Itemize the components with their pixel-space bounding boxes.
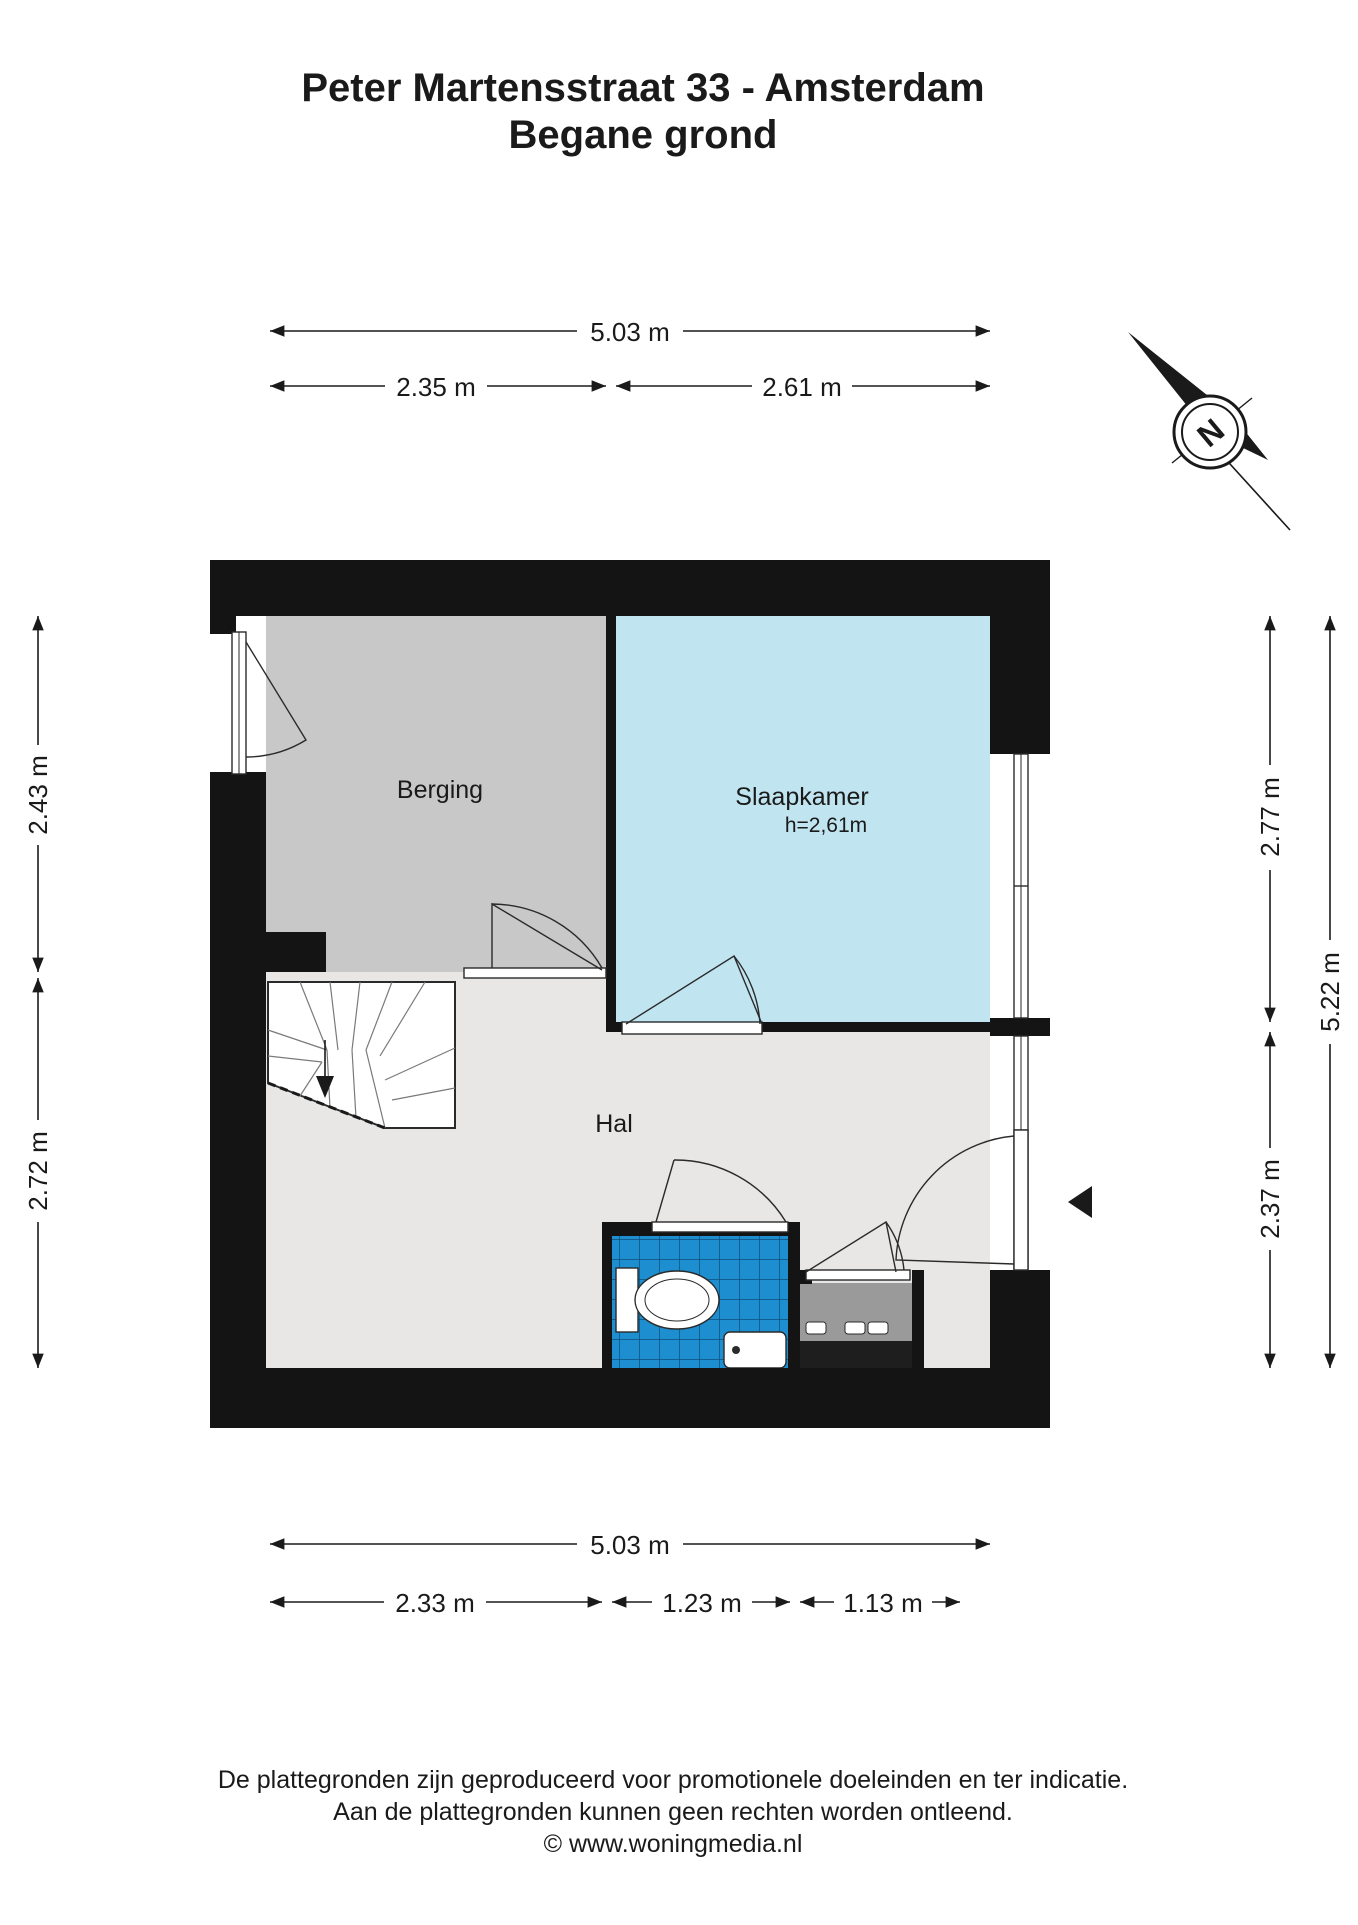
- dimension-right-upper-label: 2.77 m: [1255, 777, 1285, 857]
- label-berging: Berging: [397, 776, 483, 804]
- stair-direction-arrow-icon: [316, 1076, 334, 1098]
- dimension-bottom-mid: 1.23 m: [612, 1588, 790, 1618]
- door-utility: [805, 1220, 911, 1281]
- window-west: [231, 631, 247, 775]
- toilet-room: [612, 1236, 788, 1369]
- copyright-line: © www.woningmedia.nl: [544, 1830, 803, 1858]
- dimension-right-upper: 2.77 m: [1255, 616, 1285, 1022]
- dimension-bottom-right: 1.13 m: [800, 1588, 960, 1618]
- dimension-bottom-right-label: 1.13 m: [843, 1588, 923, 1618]
- dimension-bottom-mid-label: 1.23 m: [662, 1588, 742, 1618]
- disclaimer-line-2: Aan de plattegronden kunnen geen rechten…: [333, 1798, 1013, 1826]
- room-slaapkamer: [616, 616, 990, 1022]
- dimension-top-left-label: 2.35 m: [396, 372, 476, 402]
- window-east-upper: [1013, 753, 1029, 1019]
- address-title: Peter Martensstraat 33 - Amsterdam: [301, 66, 984, 110]
- compass-rose: N: [1128, 332, 1291, 531]
- entrance-arrow-icon: [1068, 1186, 1092, 1218]
- dimension-left-lower: 2.72 m: [23, 978, 53, 1368]
- door-toilet: [651, 1159, 789, 1233]
- dimension-right-lower-label: 2.37 m: [1255, 1159, 1285, 1239]
- dimension-left-lower-label: 2.72 m: [23, 1131, 53, 1211]
- dimension-right-total-label: 5.22 m: [1315, 952, 1345, 1032]
- dimension-bottom-total-label: 5.03 m: [590, 1530, 670, 1560]
- label-slaapkamer-height: h=2,61m: [785, 814, 867, 837]
- dimension-left-upper: 2.43 m: [23, 616, 53, 972]
- door-front: [895, 1129, 1029, 1271]
- dimension-right-total: 5.22 m: [1315, 616, 1345, 1368]
- dimension-top-total-label: 5.03 m: [590, 317, 670, 347]
- dimension-left-upper-label: 2.43 m: [23, 755, 53, 835]
- door-berging-window: [245, 641, 307, 758]
- staircase: [267, 981, 456, 1130]
- label-hal: Hal: [595, 1110, 633, 1138]
- utility-cupboard: [800, 1283, 916, 1368]
- dimension-top-right: 2.61 m: [616, 372, 990, 402]
- disclaimer-line-1: De plattegronden zijn geproduceerd voor …: [218, 1766, 1128, 1794]
- dimension-bottom-left-label: 2.33 m: [395, 1588, 475, 1618]
- label-slaapkamer: Slaapkamer: [735, 783, 868, 811]
- dimension-top-total: 5.03 m: [270, 317, 990, 347]
- floor-title: Begane grond: [509, 113, 778, 157]
- dimension-top-right-label: 2.61 m: [762, 372, 842, 402]
- dimension-right-lower: 2.37 m: [1255, 1032, 1285, 1368]
- dimension-bottom-total: 5.03 m: [270, 1530, 990, 1560]
- dimension-top-left: 2.35 m: [270, 372, 606, 402]
- door-berging: [463, 902, 607, 979]
- dimension-bottom-left: 2.33 m: [270, 1588, 602, 1618]
- room-berging: [266, 616, 606, 972]
- door-slaapkamer: [621, 954, 763, 1035]
